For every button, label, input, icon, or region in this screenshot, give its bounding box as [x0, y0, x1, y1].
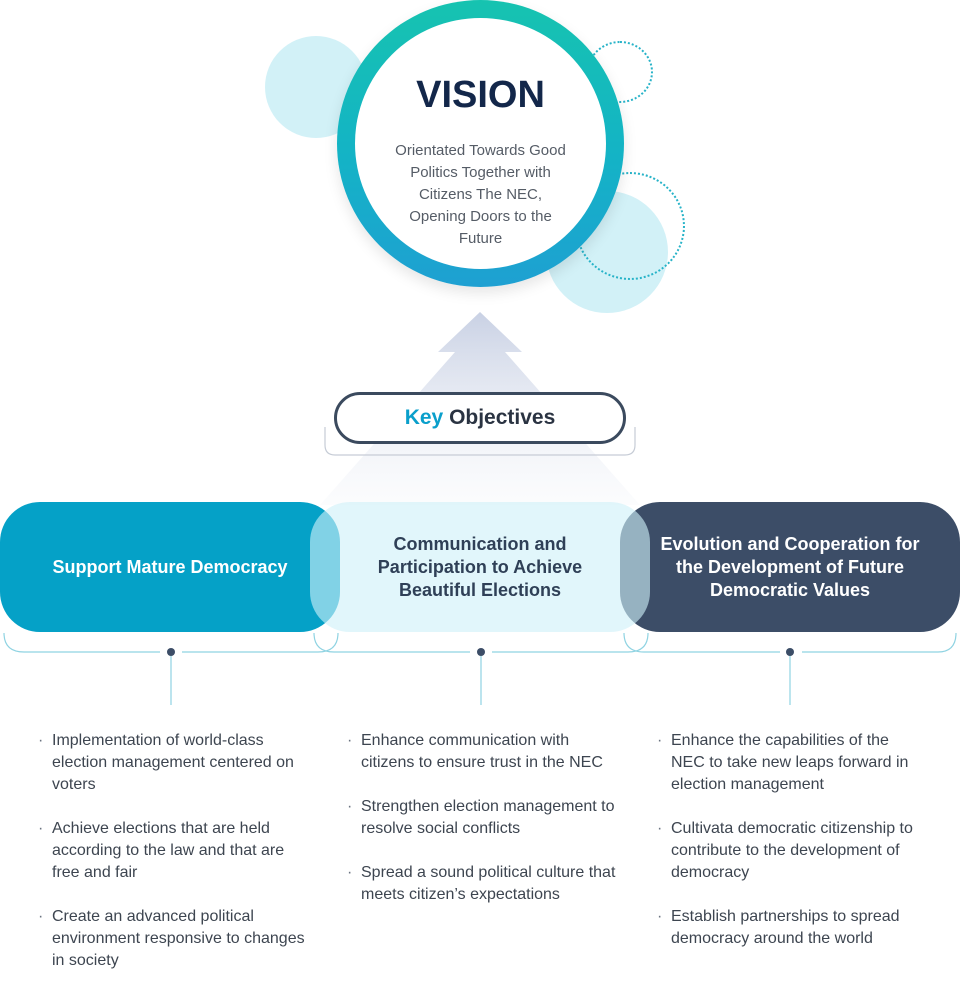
list-item: ·Establish partnerships to spread democr…	[657, 908, 900, 947]
list-item: ·Create an advanced political environmen…	[38, 908, 305, 969]
connector-dot-1	[167, 648, 175, 656]
key-objectives-label: Key Objectives	[334, 392, 626, 444]
vision-statement: Orientated Towards Good Politics Togethe…	[395, 142, 566, 247]
key-objectives-bracket	[324, 427, 636, 456]
objective-2-pill: Communication and Participation to Achie…	[310, 502, 650, 632]
list-item: ·Achieve elections that are held accordi…	[38, 820, 285, 881]
list-item: ·Spread a sound political culture that m…	[347, 864, 616, 903]
connector-dot-3	[786, 648, 794, 656]
objective-1-list: ·Implementation of world-class election …	[38, 730, 308, 994]
objective-3-bracket	[623, 632, 957, 653]
list-item: ·Implementation of world-class election …	[38, 732, 294, 793]
vision-circle-inner: VISION Orientated Towards Good Politics …	[355, 18, 606, 269]
objective-2-bracket	[313, 632, 649, 653]
key-objectives-accent: Key	[404, 406, 444, 429]
connector-dot-2	[477, 648, 485, 656]
objective-1-bracket	[3, 632, 339, 653]
objective-3-list: ·Enhance the capabilities of the NEC to …	[657, 730, 927, 972]
key-objectives-rest: Objectives	[449, 406, 556, 429]
objective-3-title: Evolution and Cooperation for the Develo…	[660, 533, 920, 600]
objective-2-list: ·Enhance communication with citizens to …	[347, 730, 617, 928]
list-item: ·Strengthen election management to resol…	[347, 798, 615, 837]
vision-circle: VISION Orientated Towards Good Politics …	[337, 0, 624, 287]
objective-3-pill: Evolution and Cooperation for the Develo…	[620, 502, 960, 632]
list-item: ·Enhance the capabilities of the NEC to …	[657, 732, 909, 793]
objective-1-title: Support Mature Democracy	[52, 556, 288, 577]
objective-1-pill: Support Mature Democracy	[0, 502, 340, 632]
list-item: ·Enhance communication with citizens to …	[347, 732, 603, 771]
vision-title: VISION	[416, 74, 545, 116]
objective-2-title: Communication and Participation to Achie…	[377, 533, 583, 600]
list-item: ·Cultivata democratic citizenship to con…	[657, 820, 913, 881]
